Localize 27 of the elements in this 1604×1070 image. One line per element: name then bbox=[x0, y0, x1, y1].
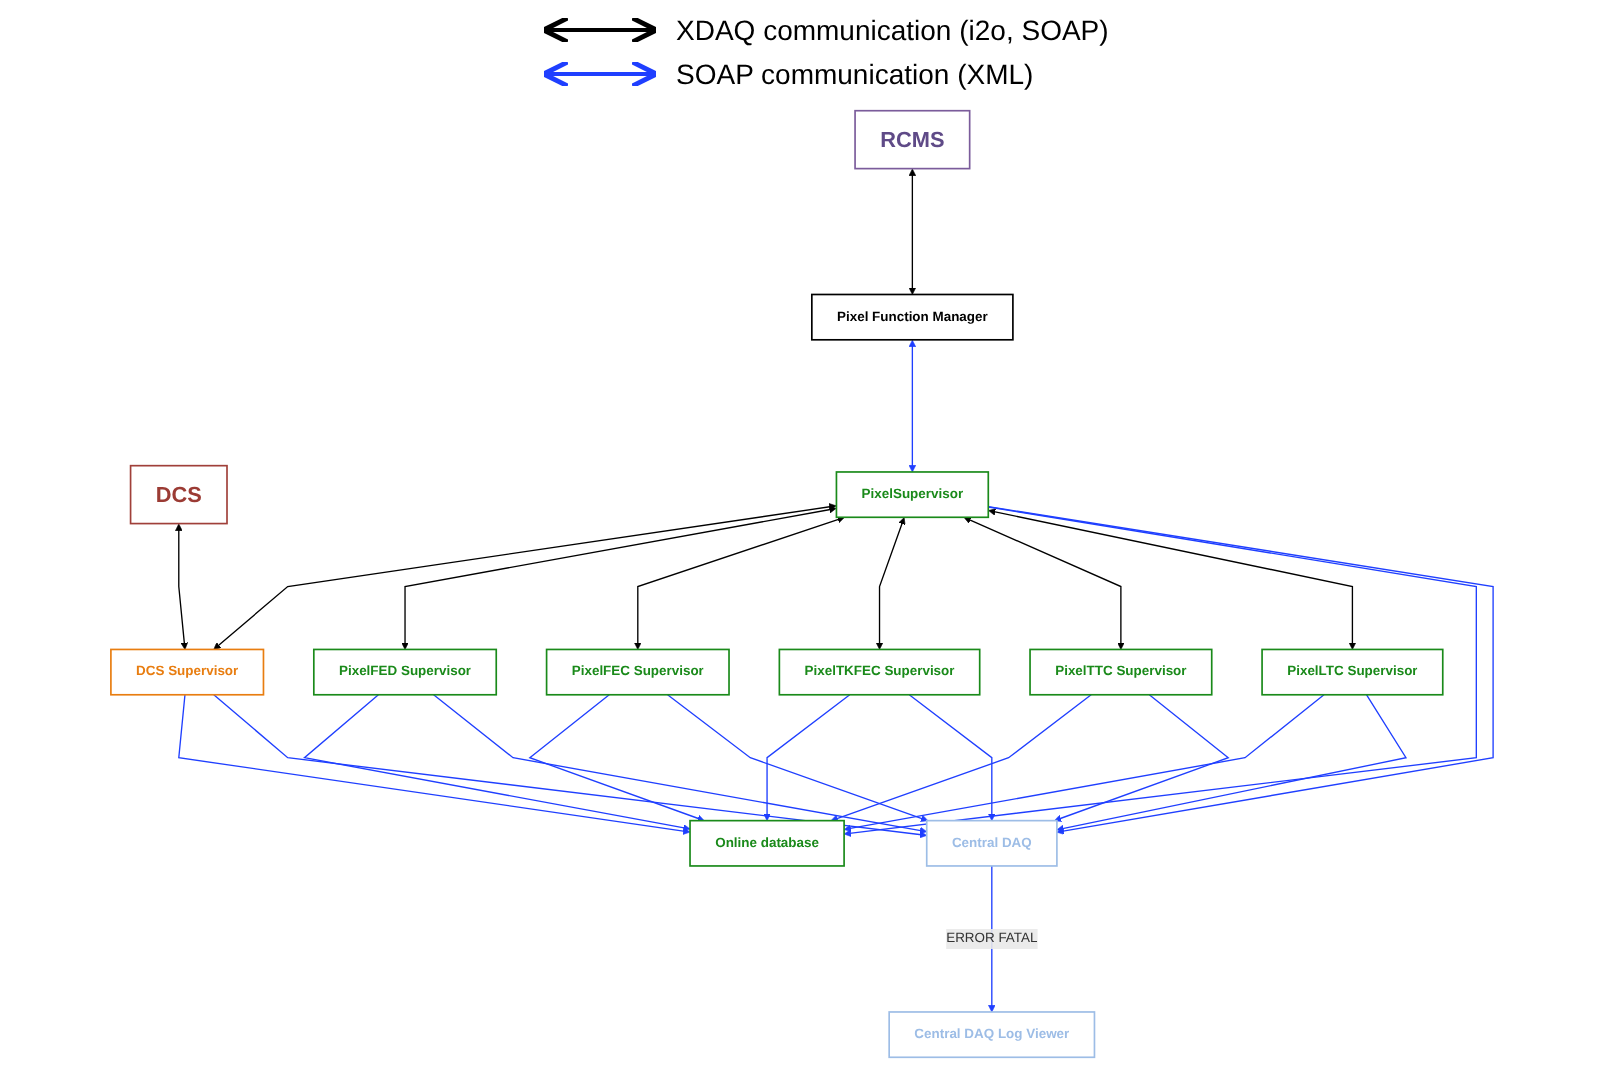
arrow bbox=[1054, 694, 1230, 822]
arrow bbox=[843, 694, 1325, 832]
arrow bbox=[528, 694, 705, 822]
arrow bbox=[213, 503, 837, 650]
arrow bbox=[987, 505, 1494, 835]
node-box: DCS bbox=[129, 464, 228, 525]
arrow bbox=[213, 694, 928, 839]
arrow bbox=[908, 339, 917, 473]
arrow bbox=[763, 694, 851, 821]
arrow bbox=[988, 508, 1357, 650]
arrow bbox=[875, 517, 906, 650]
legend-text: SOAP communication (XML) bbox=[676, 58, 1034, 90]
arrow bbox=[908, 168, 917, 295]
legend-text: XDAQ communication (i2o, SOAP) bbox=[676, 14, 1109, 46]
arrow bbox=[830, 694, 1092, 822]
arrow bbox=[908, 694, 996, 821]
arrow bbox=[178, 694, 691, 835]
arrow bbox=[1056, 694, 1408, 833]
arrow bbox=[175, 523, 188, 650]
arrow bbox=[303, 694, 691, 832]
arrow bbox=[432, 694, 928, 835]
arrow bbox=[666, 694, 929, 822]
arrow bbox=[634, 516, 845, 650]
node-box: RCMS bbox=[854, 109, 971, 170]
arrow bbox=[843, 506, 1477, 837]
arrow bbox=[963, 516, 1125, 650]
arrow bbox=[401, 506, 837, 650]
